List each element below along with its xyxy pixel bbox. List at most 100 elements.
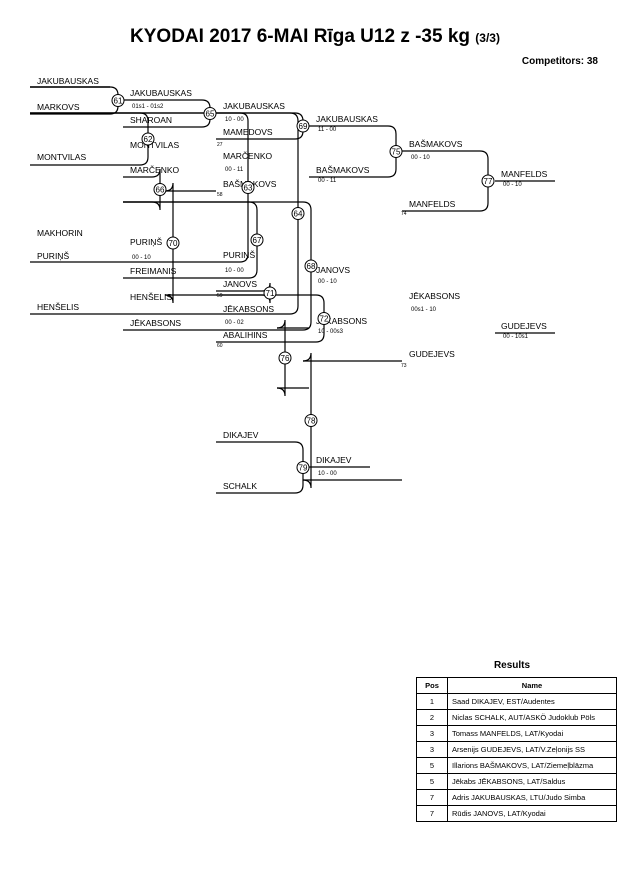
- match-number: 72: [320, 315, 329, 324]
- match-number-circle: [203, 107, 217, 120]
- competitor-name: BAŠMAKOVS: [409, 139, 463, 149]
- bracket-ref-number: 73: [401, 363, 407, 369]
- match-score: 10 - 00: [225, 268, 244, 274]
- competitor-name: JĒKABSONS: [223, 304, 274, 314]
- result-position: 7: [416, 789, 448, 806]
- match-score: 10 - 00s3: [318, 329, 344, 335]
- match-score: 00 - 10: [318, 279, 337, 285]
- match-score: 00 - 10s1: [503, 334, 529, 340]
- match-score: 00 - 10: [503, 182, 522, 188]
- competitor-name: GUDEJEVS: [501, 321, 547, 331]
- match-number-circle: [304, 414, 318, 427]
- match-number-circle: [317, 312, 331, 325]
- result-name: Illarions BAŠMAKOVS, LAT/Ziemeļblāzma: [447, 757, 617, 774]
- competitor-name: JANOVS: [223, 279, 257, 289]
- result-name: Tomass MANFELDS, LAT/Kyodai: [447, 725, 617, 742]
- competitor-name: MANFELDS: [501, 169, 548, 179]
- competitor-name: PURIŅŠ: [223, 250, 255, 260]
- competitor-name: MONTVILAS: [130, 140, 179, 150]
- result-position: 1: [416, 693, 448, 710]
- match-number: 68: [307, 262, 316, 271]
- page-title: KYODAI 2017 6-MAI Rīga U12 z -35 kg (3/3…: [0, 26, 630, 48]
- competitor-name: JĒKABSONS: [409, 291, 460, 301]
- result-position: 5: [416, 773, 448, 790]
- match-number: 62: [144, 135, 153, 144]
- competitor-name: MAKHORIN: [37, 228, 83, 238]
- result-position: 3: [416, 725, 448, 742]
- match-score: 11 - 00: [318, 127, 337, 133]
- result-name: Niclas SCHALK, AUT/ASKÖ Judoklub Pöls: [447, 709, 617, 726]
- competitor-name: JANOVS: [316, 265, 350, 275]
- match-score: 00 - 10: [132, 255, 151, 261]
- result-name: Jēkabs JĒKABSONS, LAT/Saldus: [447, 773, 617, 790]
- result-position: 7: [416, 805, 448, 822]
- match-score: 01s1 - 01s2: [132, 104, 164, 110]
- competitor-name: HENŠELIS: [130, 292, 172, 302]
- competitor-name: DIKAJEV: [223, 430, 259, 440]
- result-position: 5: [416, 757, 448, 774]
- match-number: 76: [281, 354, 290, 363]
- competitor-name: FREIMANIS: [130, 266, 177, 276]
- competitor-name: JAKUBAUSKAS: [130, 88, 192, 98]
- bracket-lines: [30, 86, 555, 494]
- match-number: 67: [253, 236, 262, 245]
- competitor-name: ABALIHINS: [223, 330, 268, 340]
- competitor-name: MONTVILAS: [37, 152, 86, 162]
- competitor-name: MARČENKO: [223, 151, 273, 161]
- match-number: 66: [156, 186, 165, 195]
- competitor-name: JĒKABSONS: [316, 316, 367, 326]
- result-name: Rūdis JANOVS, LAT/Kyodai: [447, 805, 617, 822]
- competitor-name: PURIŅŠ: [37, 251, 69, 261]
- match-score: 00 - 10: [411, 155, 430, 161]
- competitor-name: GUDEJEVS: [409, 349, 455, 359]
- match-score: 10 - 00: [318, 471, 337, 477]
- competitor-name: SHAROAN: [130, 115, 172, 125]
- title-text: KYODAI 2017 6-MAI Rīga U12 z -35 kg: [130, 26, 471, 47]
- results-col-name: Name: [447, 677, 617, 694]
- result-name: Adris JAKUBAUSKAS, LTU/Judo Simba: [447, 789, 617, 806]
- match-number-circle: [389, 145, 403, 158]
- results-header-row: Pos Name: [416, 677, 617, 694]
- bracket-ref-number: 59: [217, 293, 223, 299]
- match-number-circle: [166, 236, 180, 250]
- match-number: 71: [266, 289, 275, 298]
- match-number: 70: [169, 239, 178, 248]
- match-number-circle: [481, 174, 495, 188]
- results-col-pos: Pos: [416, 677, 448, 694]
- bracket-ref-number: 60: [217, 343, 223, 349]
- match-number: 78: [307, 417, 316, 426]
- competitor-name: DIKAJEV: [316, 455, 352, 465]
- match-score: 00 - 11: [318, 178, 337, 184]
- match-score: 00 - 02: [225, 320, 244, 326]
- competitor-name: PURIŅŠ: [130, 237, 162, 247]
- competitor-name: MARKOVS: [37, 102, 80, 112]
- match-number-circle: [296, 461, 310, 474]
- competitor-name: MANFELDS: [409, 199, 456, 209]
- match-number: 79: [299, 464, 308, 473]
- match-number-circle: [141, 132, 155, 146]
- match-number-circle: [304, 259, 318, 273]
- match-number-circle: [250, 233, 264, 247]
- match-score: 00s1 - 10: [411, 307, 437, 313]
- bracket-ref-number: 27: [217, 142, 223, 148]
- match-number: 77: [484, 177, 493, 186]
- competitor-name: JĒKABSONS: [130, 318, 181, 328]
- bracket-labels: JAKUBAUSKAS MARKOVS MONTVILAS MAKHORIN PURIŅ…: [37, 76, 548, 491]
- competitor-name: JAKUBAUSKAS: [37, 76, 99, 86]
- competitor-name: JAKUBAUSKAS: [223, 101, 285, 111]
- result-name: Arsenijs GUDEJEVS, LAT/V.Zeļonijs SS: [447, 741, 617, 758]
- match-number: 61: [114, 97, 123, 106]
- match-number: 63: [244, 184, 253, 193]
- match-number: 75: [392, 148, 401, 157]
- bracket-ref-number: 58: [217, 192, 223, 198]
- competitor-name: JAKUBAUSKAS: [316, 114, 378, 124]
